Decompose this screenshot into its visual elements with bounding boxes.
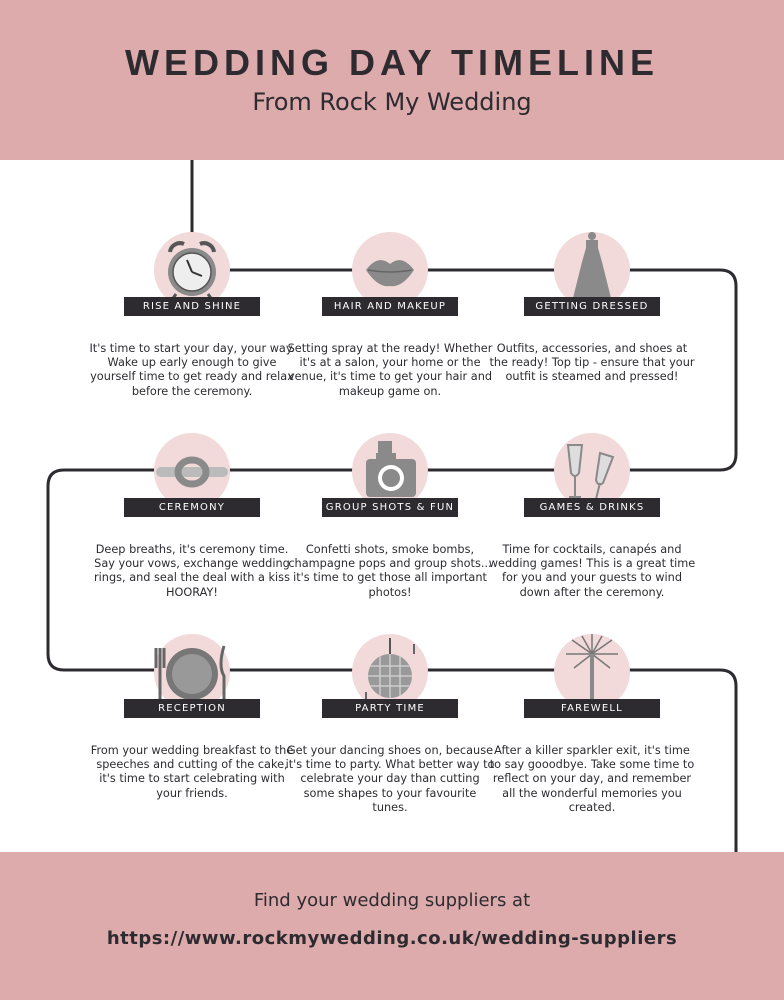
footer-banner: Find your wedding suppliers at https://w… bbox=[0, 852, 784, 1000]
sparkler-icon bbox=[566, 634, 618, 706]
camera-icon bbox=[366, 441, 416, 497]
champagne-glasses-icon bbox=[566, 444, 615, 504]
step-label: PARTY TIME bbox=[322, 699, 458, 718]
step-label: GROUP SHOTS & FUN bbox=[322, 498, 458, 517]
step-description: It's time to start your day, your way. W… bbox=[89, 342, 295, 398]
step-label: HAIR AND MAKEUP bbox=[322, 297, 458, 316]
footer-link[interactable]: https://www.rockmywedding.co.uk/wedding-… bbox=[106, 928, 678, 949]
plate-cutlery-icon bbox=[154, 645, 226, 704]
step-label: FAREWELL bbox=[524, 699, 660, 718]
step-label: GAMES & DRINKS bbox=[524, 498, 660, 517]
step-description: Deep breaths, it's ceremony time. Say yo… bbox=[94, 543, 290, 599]
knot-icon bbox=[156, 456, 228, 488]
step-description: From your wedding breakfast to the speec… bbox=[90, 744, 294, 800]
step-label: RISE AND SHINE bbox=[124, 297, 260, 316]
step-description: After a killer sparkler exit, it's time … bbox=[489, 744, 695, 814]
footer-text: Find your wedding suppliers at bbox=[253, 890, 531, 911]
icon-circle bbox=[554, 433, 630, 509]
alarm-clock-icon bbox=[168, 241, 216, 302]
step-description: Setting spray at the ready! Whether it's… bbox=[287, 342, 493, 398]
dress-icon bbox=[572, 232, 612, 302]
step-description: Confetti shots, smoke bombs, champagne p… bbox=[288, 543, 492, 599]
step-description: Outfits, accessories, and shoes at the r… bbox=[489, 342, 695, 384]
page-subtitle: From Rock My Wedding bbox=[252, 88, 532, 116]
step-label: CEREMONY bbox=[124, 498, 260, 517]
step-label: GETTING DRESSED bbox=[524, 297, 660, 316]
step-description: Get your dancing shoes on, because it's … bbox=[285, 744, 495, 814]
lips-icon bbox=[366, 260, 414, 287]
page-title: WEDDING DAY TIMELINE bbox=[124, 42, 660, 83]
step-description: Time for cocktails, canapés and wedding … bbox=[488, 543, 696, 599]
header-banner: WEDDING DAY TIMELINE From Rock My Weddin… bbox=[0, 0, 784, 160]
step-label: RECEPTION bbox=[124, 699, 260, 718]
